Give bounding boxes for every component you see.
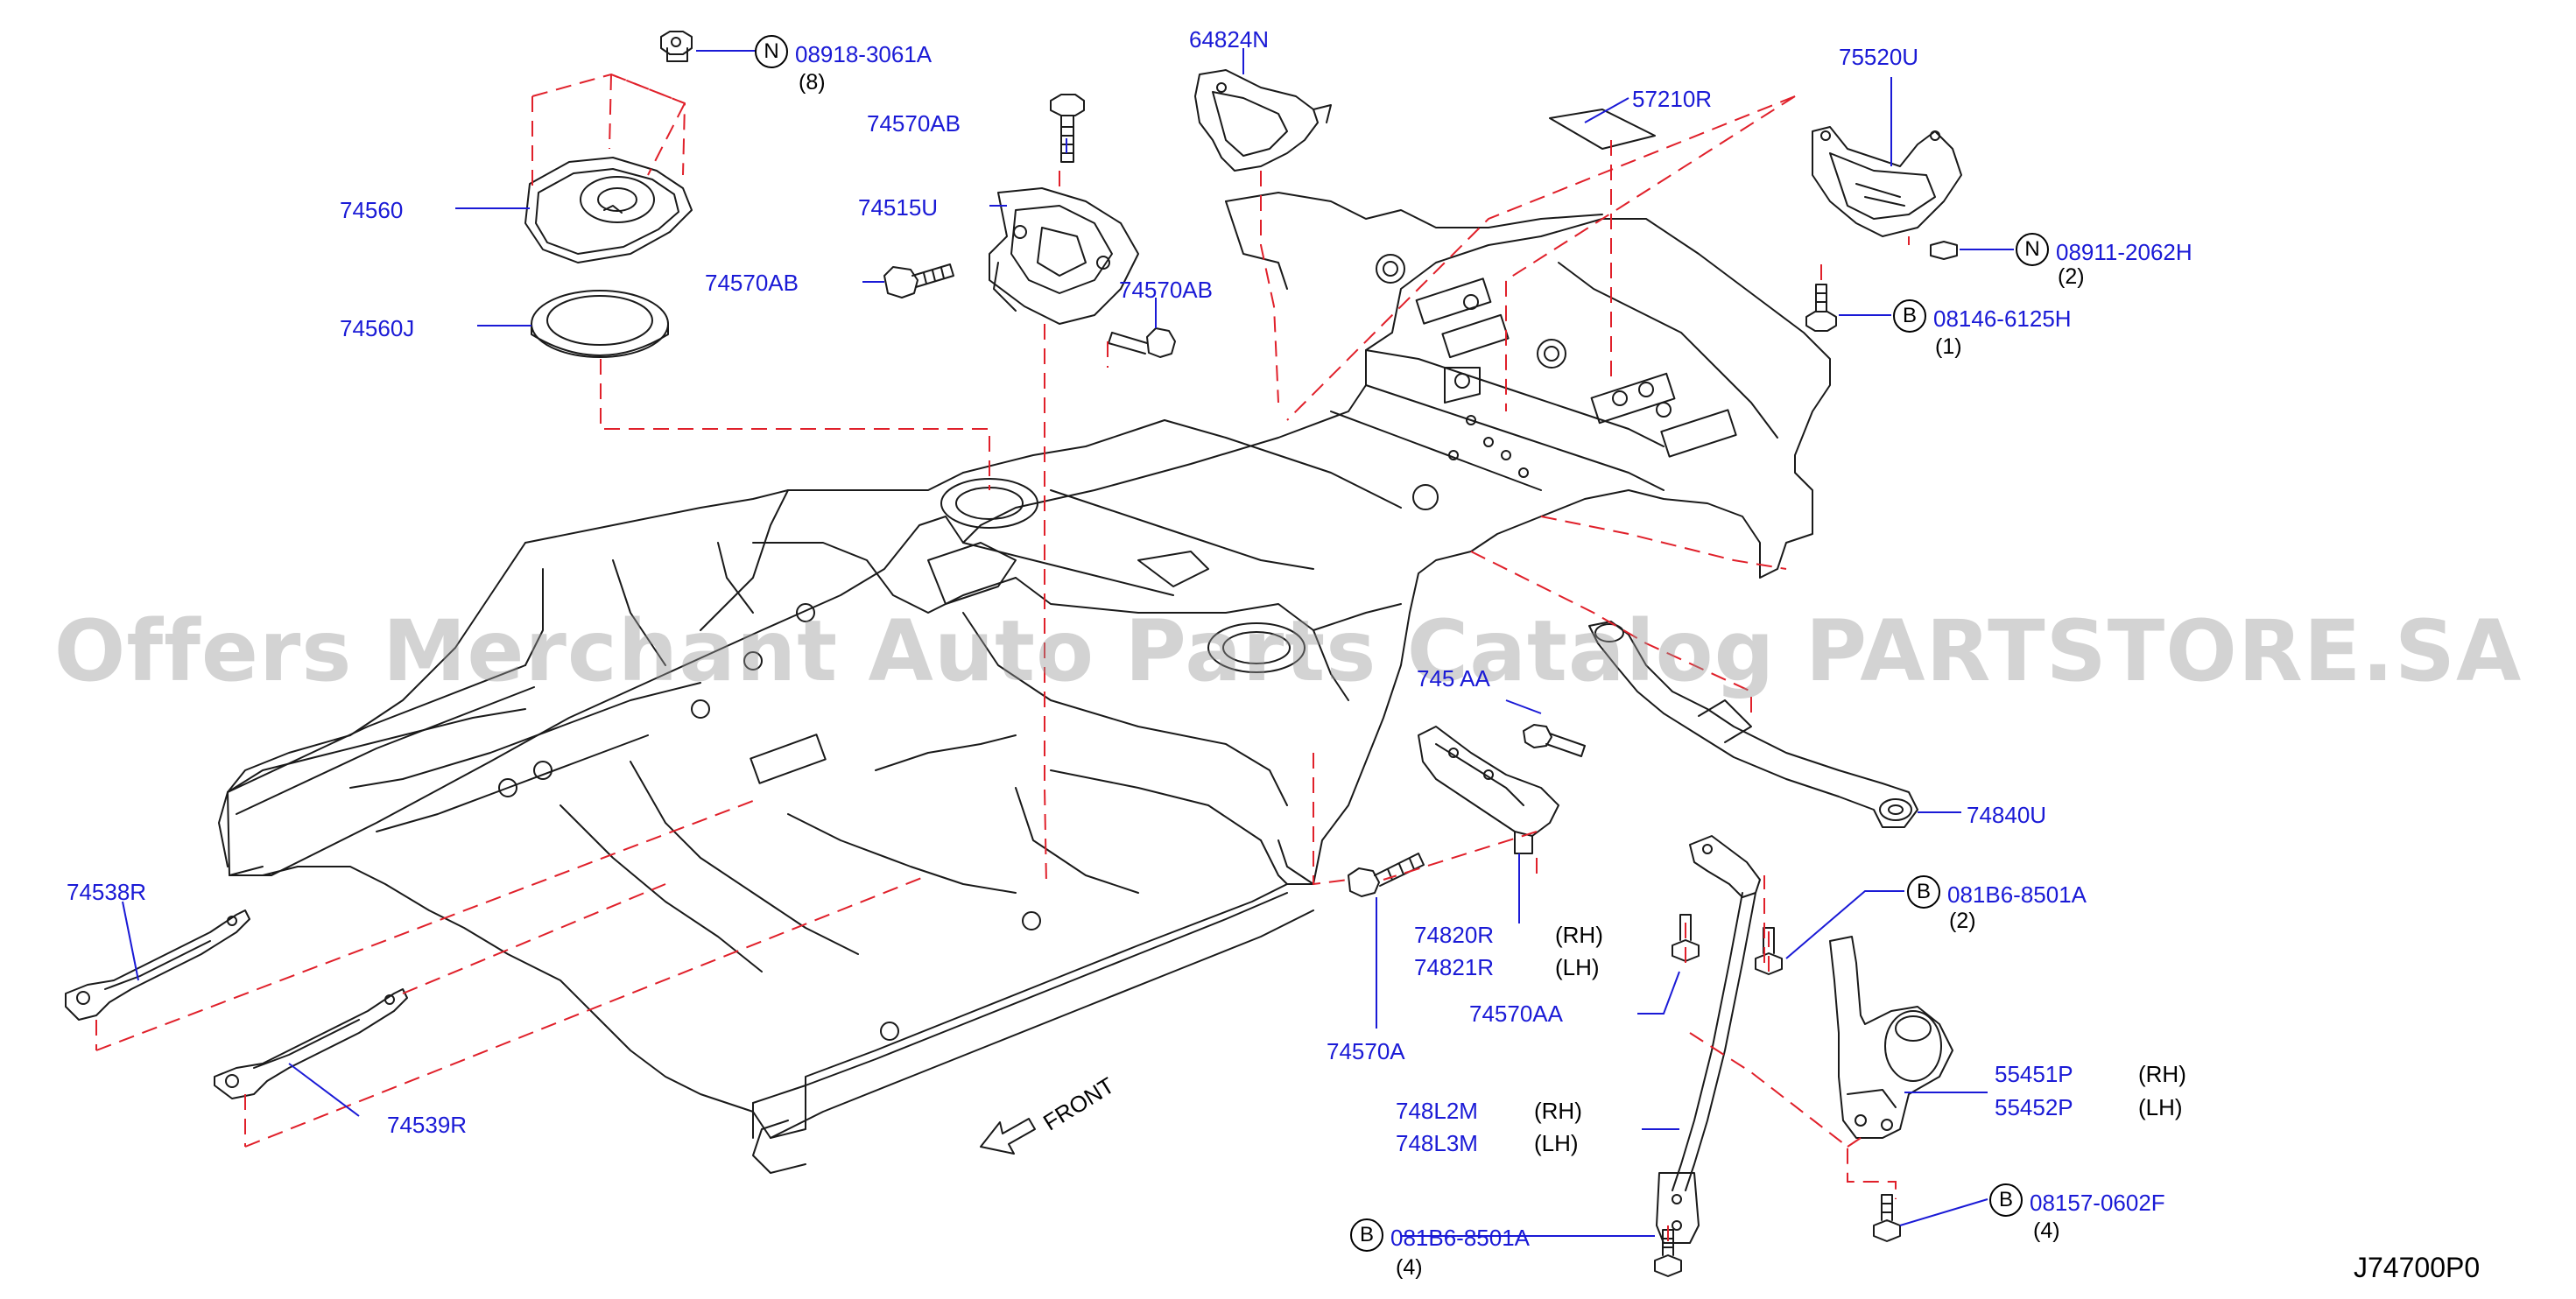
part-57210R-pad: [1549, 109, 1656, 150]
part-748L2M-stay: [1656, 835, 1761, 1244]
bolt-08146: [1805, 284, 1837, 332]
part-74840U-arm: [1588, 621, 1918, 828]
part-label-74570AB-right[interactable]: 74570AB: [1119, 277, 1213, 303]
part-label-74840U[interactable]: 74840U: [1967, 802, 2047, 828]
diagram-code: J74700P0: [2354, 1252, 2481, 1283]
front-arrow-icon: [980, 1118, 1036, 1155]
part-label-74539R[interactable]: 74539R: [387, 1112, 468, 1138]
part-label-748L2M[interactable]: 748L2M: [1396, 1098, 1478, 1124]
nut-08918: [660, 31, 693, 62]
qty-08157-0602F: (4): [2033, 1218, 2060, 1243]
part-label-55451P[interactable]: 55451P: [1995, 1061, 2073, 1087]
part-label-74570AA-mid[interactable]: 74570AA: [1469, 1001, 1563, 1027]
floor-pan-outline: [227, 192, 1831, 1139]
part-label-57210R[interactable]: 57210R: [1632, 86, 1713, 112]
part-label-74560[interactable]: 74560: [340, 197, 404, 223]
part-label-74570AB-top[interactable]: 74570AB: [867, 110, 961, 137]
part-74820R-bracket: [1418, 726, 1559, 854]
part-74560J-seal: [531, 290, 669, 358]
part-label-75520U[interactable]: 75520U: [1839, 44, 1919, 70]
part-label-55452P[interactable]: 55452P: [1995, 1094, 2073, 1120]
part-label-74538R[interactable]: 74538R: [67, 879, 147, 905]
qty-08918-3061A: (8): [799, 70, 826, 95]
prefix-badge-b: B: [1893, 299, 1926, 333]
part-label-74821R[interactable]: 74821R: [1414, 954, 1495, 980]
side-sills: [218, 664, 1314, 1174]
part-label-08157-0602F[interactable]: 08157-0602F: [2030, 1190, 2165, 1216]
part-label-08146-6125H[interactable]: 08146-6125H: [1933, 305, 2072, 332]
dashed-guides: [95, 73, 1910, 1243]
part-label-64824N[interactable]: 64824N: [1189, 26, 1270, 53]
part-label-081B6-8501A-bottom[interactable]: 081B6-8501A: [1390, 1225, 1531, 1251]
prefix-badge-n: N: [2016, 233, 2049, 266]
nut-08911: [1930, 241, 1958, 260]
leader-lines: [122, 48, 2014, 1237]
bolt-74570AB-top: [1050, 94, 1085, 163]
side-55452P: (LH): [2138, 1094, 2183, 1120]
part-label-748L3M[interactable]: 748L3M: [1396, 1130, 1478, 1156]
part-74539R-member: [214, 988, 408, 1099]
bolt-74570AA-upper: [1523, 724, 1586, 757]
part-label-74515U[interactable]: 74515U: [858, 194, 939, 221]
prefix-badge-b: B: [1907, 875, 1940, 909]
part-64824N-bracket: [1194, 69, 1332, 172]
part-label-74570A[interactable]: 74570A: [1327, 1038, 1405, 1064]
qty-08146-6125H: (1): [1935, 334, 1962, 359]
bolt-74570A: [1348, 853, 1425, 897]
prefix-badge-b: B: [1350, 1218, 1383, 1252]
side-748L2M: (RH): [1534, 1098, 1582, 1124]
side-748L3M: (LH): [1534, 1130, 1579, 1156]
watermark: Offers Merchant Auto Parts Catalog PARTS…: [53, 602, 2523, 700]
part-74560-cover: [524, 157, 693, 263]
qty-08911-2062H: (2): [2058, 264, 2085, 289]
bolt-74570AB-right: [1108, 327, 1176, 358]
side-74821R: (LH): [1555, 954, 1600, 980]
part-label-74570AB-left[interactable]: 74570AB: [705, 270, 799, 296]
side-74820R: (RH): [1555, 922, 1603, 948]
bolts-stay: [1672, 914, 1783, 975]
part-label-74570AA-upper[interactable]: 745 AA: [1417, 665, 1490, 692]
floor-holes: [498, 254, 1737, 1041]
bolt-74570AB-left: [883, 263, 954, 298]
qty-081B6-8501A-right: (2): [1949, 909, 1976, 933]
prefix-badge-b: B: [1989, 1183, 2023, 1217]
part-label-74560J[interactable]: 74560J: [340, 315, 415, 341]
prefix-badge-n: N: [755, 35, 788, 68]
part-75520U-bracket: [1812, 126, 1962, 237]
qty-081B6-8501A-bottom: (4): [1396, 1255, 1423, 1280]
part-label-08911-2062H[interactable]: 08911-2062H: [2056, 239, 2192, 265]
side-55451P: (RH): [2138, 1061, 2186, 1087]
part-label-74820R[interactable]: 74820R: [1414, 922, 1495, 948]
part-74515U-bracket: [989, 187, 1139, 325]
part-55451P-bracket: [1829, 936, 1953, 1139]
bolt-08157: [1873, 1194, 1901, 1242]
part-label-081B6-8501A-right[interactable]: 081B6-8501A: [1947, 881, 2087, 908]
part-label-08918-3061A[interactable]: 08918-3061A: [795, 41, 933, 67]
